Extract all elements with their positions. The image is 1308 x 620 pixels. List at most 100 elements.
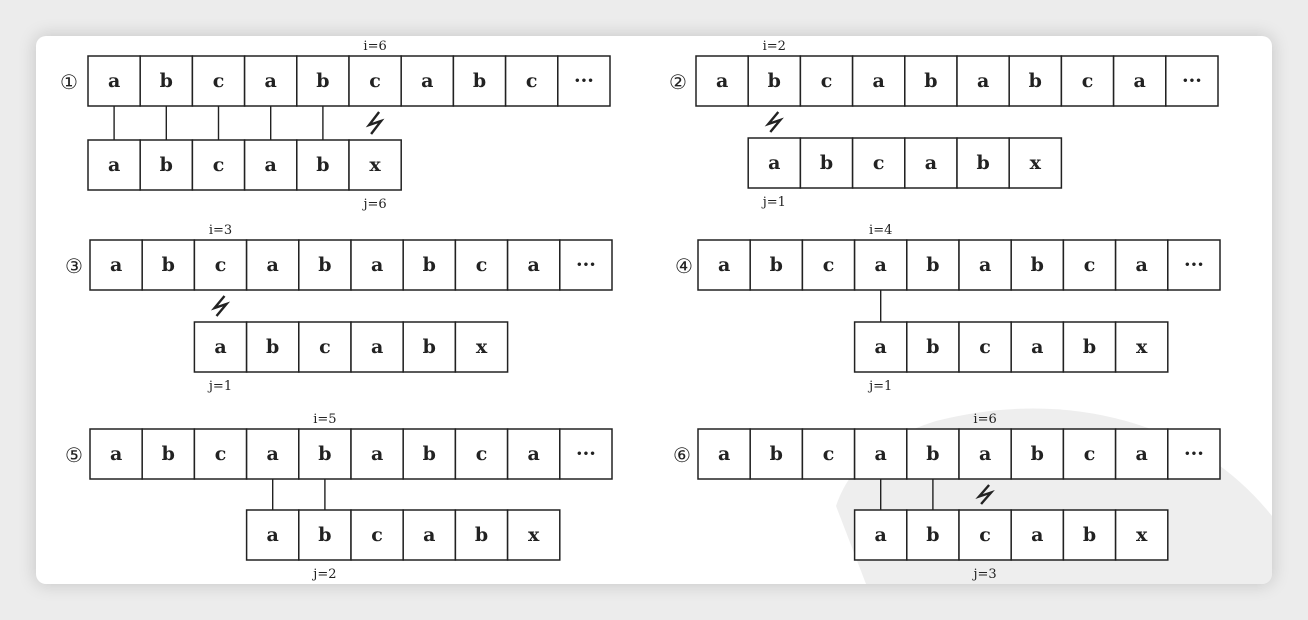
main-cell-label: a (421, 70, 433, 92)
main-cell (853, 239, 908, 291)
main-cell-label: b (768, 70, 781, 92)
pattern-cell (1062, 509, 1117, 561)
main-cell-label: ··· (576, 254, 596, 276)
main-cell (350, 428, 404, 480)
panel-number: ① (60, 70, 78, 94)
main-cell-label: b (770, 254, 783, 276)
main-cell-label: b (162, 254, 175, 276)
main-cell-label: c (476, 443, 488, 465)
pattern-cell-label: x (369, 154, 381, 176)
main-cell-label: a (265, 70, 277, 92)
main-cell (452, 55, 507, 107)
main-cell (506, 239, 561, 291)
pattern-cell-label: b (266, 336, 279, 358)
panel-number: ⑤ (65, 443, 83, 467)
main-cell-label: b (318, 443, 331, 465)
main-cell (245, 428, 300, 480)
pattern-cell-label: a (875, 524, 887, 546)
main-cell (697, 239, 751, 291)
main-cell (958, 239, 1012, 291)
main-cell-label: b (473, 70, 486, 92)
main-cell-label: b (160, 70, 173, 92)
main-cell-label: b (926, 443, 939, 465)
main-cell (956, 55, 1010, 107)
main-cell-label: a (110, 443, 122, 465)
pattern-cell (506, 509, 561, 561)
j-label: j=1 (207, 379, 232, 394)
main-cell (559, 428, 613, 480)
main-cell (504, 55, 559, 107)
main-cell-label: c (526, 70, 538, 92)
pattern-cell (348, 139, 402, 191)
main-cell (1114, 239, 1169, 291)
main-cell-label: a (110, 254, 122, 276)
main-cell-label: a (979, 443, 991, 465)
main-cell-label: c (821, 70, 833, 92)
main-cell-label: c (369, 70, 381, 92)
i-label: i=2 (763, 39, 786, 54)
main-cell (906, 239, 960, 291)
main-cell (1112, 55, 1167, 107)
pattern-cell (904, 137, 958, 189)
pattern-cell-label: a (108, 154, 120, 176)
pattern-cell-label: a (267, 524, 279, 546)
pattern-cell-label: x (1136, 336, 1148, 358)
pattern-cell (298, 509, 352, 561)
main-cell-label: c (215, 443, 227, 465)
pattern-cell (454, 321, 509, 373)
main-cell-label: c (1082, 70, 1094, 92)
pattern-cell (243, 139, 298, 191)
pattern-cell-label: c (319, 336, 331, 358)
pattern-cell-label: c (371, 524, 383, 546)
pattern-cell-label: a (925, 152, 937, 174)
pattern-cell (906, 509, 960, 561)
main-cell-label: b (318, 254, 331, 276)
main-cell-label: b (316, 70, 329, 92)
main-cell (695, 55, 749, 107)
main-cell-label: a (1136, 443, 1148, 465)
pattern-cell-label: b (926, 336, 939, 358)
pattern-cell (1114, 321, 1169, 373)
pattern-cell (1010, 509, 1065, 561)
i-label: i=3 (209, 223, 232, 238)
pattern-cell-label: b (160, 154, 173, 176)
main-cell (402, 239, 457, 291)
main-cell (348, 55, 402, 107)
panel-number: ② (669, 70, 687, 94)
pattern-cell-label: b (976, 152, 989, 174)
pattern-cell-label: x (528, 524, 540, 546)
pattern-cell (1008, 137, 1063, 189)
main-cell (1167, 239, 1221, 291)
mismatch-mark (365, 111, 385, 135)
main-cell (958, 428, 1012, 480)
i-label: i=6 (363, 39, 386, 54)
pattern-cell (139, 139, 194, 191)
main-cell (1010, 428, 1065, 480)
main-cell-label: a (1136, 254, 1148, 276)
pattern-cell-label: b (1083, 524, 1096, 546)
j-label: j=2 (311, 567, 336, 582)
main-cell (1167, 428, 1221, 480)
main-cell (1008, 55, 1063, 107)
i-label: i=6 (973, 412, 996, 427)
main-cell (298, 239, 352, 291)
pattern-cell-label: a (1031, 336, 1043, 358)
main-cell (400, 55, 455, 107)
main-cell-label: b (924, 70, 937, 92)
main-cell (747, 55, 802, 107)
pattern-cell-label: x (1136, 524, 1148, 546)
main-cell (1062, 428, 1117, 480)
main-cell-label: b (1031, 443, 1044, 465)
pattern-cell-label: x (476, 336, 488, 358)
main-cell-label: b (1031, 254, 1044, 276)
pattern-cell (402, 321, 457, 373)
main-cell (1062, 239, 1117, 291)
panel-number: ⑥ (673, 443, 691, 467)
main-cell-label: a (979, 254, 991, 276)
pattern-cell-label: b (820, 152, 833, 174)
main-cell-label: c (213, 70, 225, 92)
main-cell (141, 428, 196, 480)
pattern-cell-label: a (875, 336, 887, 358)
